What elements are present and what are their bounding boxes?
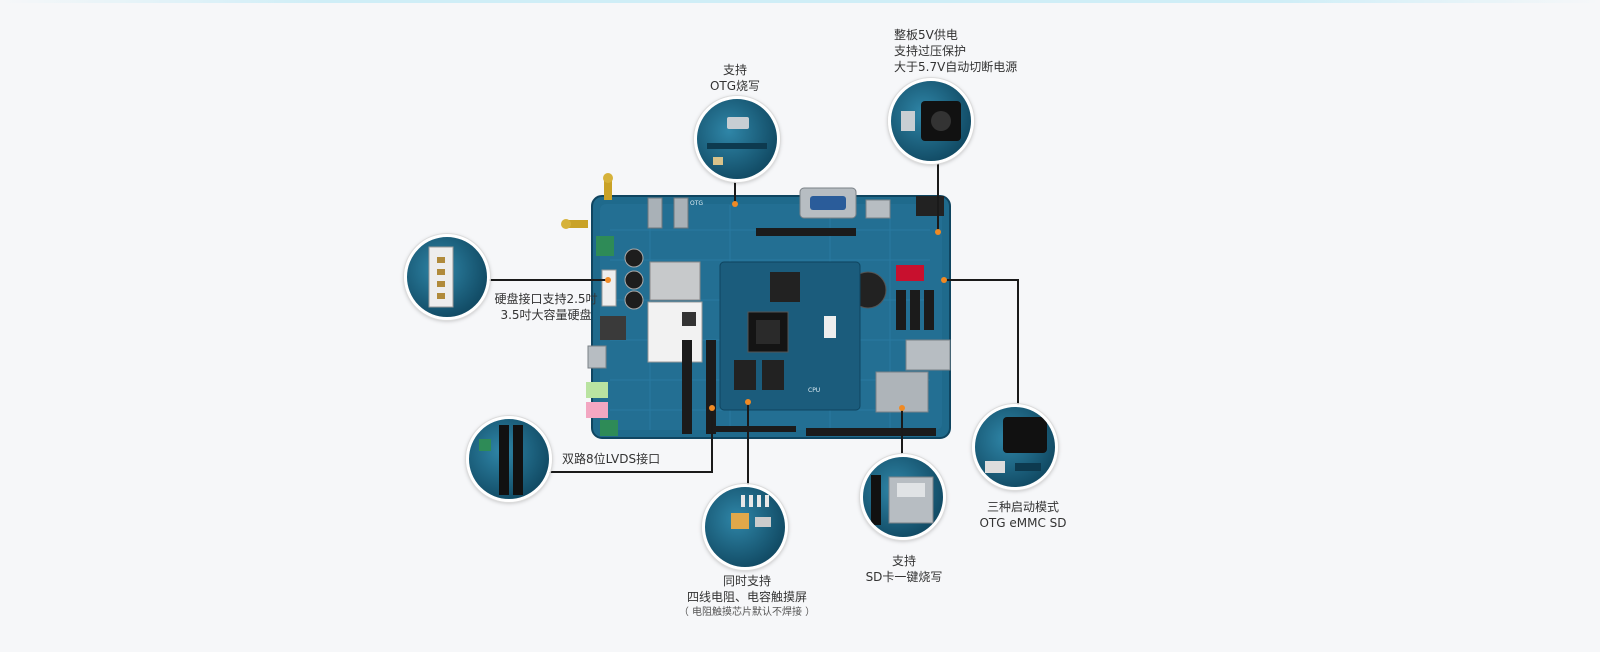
callout-lvds: 双路8位LVDS接口	[562, 451, 660, 467]
callout-power: 整板5V供电 支持过压保护 大于5.7V自动切断电源	[894, 27, 1017, 75]
right-connectors	[896, 290, 934, 330]
zoom-power-jack	[888, 78, 974, 164]
callout-power-line3: 大于5.7V自动切断电源	[894, 60, 1018, 74]
wireless-module	[647, 261, 703, 363]
terminal-block	[596, 236, 614, 256]
zoom-sd-slot	[860, 454, 946, 540]
callout-markers	[605, 201, 947, 411]
callout-power-line1: 整板5V供电	[894, 28, 958, 42]
callout-sd: 支持 SD卡一键烧写	[852, 553, 956, 585]
zoom-boot-switch	[972, 404, 1058, 490]
silk-cpu: CPU	[808, 387, 820, 394]
core-module	[719, 261, 861, 411]
callout-power-line2: 支持过压保护	[894, 44, 967, 58]
callout-otg-line1: 支持	[722, 63, 747, 77]
callout-otg-line2: OTG烧写	[709, 79, 761, 93]
leader-lines	[482, 152, 1019, 488]
top-accent-line	[0, 0, 1600, 3]
ethernet-port	[905, 339, 951, 371]
callout-sd-line1: 支持	[891, 554, 916, 568]
callout-hdd-line1: 硬盘接口支持2.5吋	[494, 292, 598, 306]
callout-boot: 三种启动模式 OTG eMMC SD	[970, 499, 1076, 531]
usb-ports	[647, 197, 689, 229]
callout-touch-note: （ 电阻触摸芯片默认不焊接 ）	[678, 607, 816, 618]
zoom-hdd-connector	[404, 234, 490, 320]
hdmi-port	[865, 199, 891, 219]
antenna-connectors	[561, 173, 613, 229]
callout-boot-line1: 三种启动模式	[986, 500, 1059, 514]
terminal-block-bottom	[600, 420, 618, 436]
side-usb	[587, 345, 607, 369]
audio-jacks	[586, 382, 608, 418]
callout-lvds-line1: 双路8位LVDS接口	[562, 452, 661, 466]
pin-headers	[682, 228, 936, 436]
zoom-touch-chip	[702, 484, 788, 570]
serial-port	[799, 187, 857, 219]
zoom-lvds-connector	[466, 416, 552, 502]
callout-otg: 支持 OTG烧写	[696, 62, 774, 94]
boot-dip-switch	[896, 265, 924, 281]
callout-boot-line2: OTG eMMC SD	[979, 516, 1067, 530]
callout-touch: 同时支持 四线电阻、电容触摸屏 （ 电阻触摸芯片默认不焊接 ）	[664, 573, 830, 621]
callout-hdd-line2: 3.5吋大容量硬盘	[500, 308, 592, 322]
sim-holder	[600, 316, 626, 340]
callout-touch-line2: 四线电阻、电容触摸屏	[686, 590, 807, 604]
zoom-otg-port	[694, 96, 780, 182]
callout-hdd: 硬盘接口支持2.5吋 3.5吋大容量硬盘	[478, 291, 614, 323]
silk-otg: OTG	[690, 200, 703, 207]
capacitors	[624, 248, 644, 310]
callout-sd-line2: SD卡一键烧写	[865, 570, 943, 584]
power-jack	[916, 196, 944, 216]
callout-touch-line1: 同时支持	[722, 574, 771, 588]
